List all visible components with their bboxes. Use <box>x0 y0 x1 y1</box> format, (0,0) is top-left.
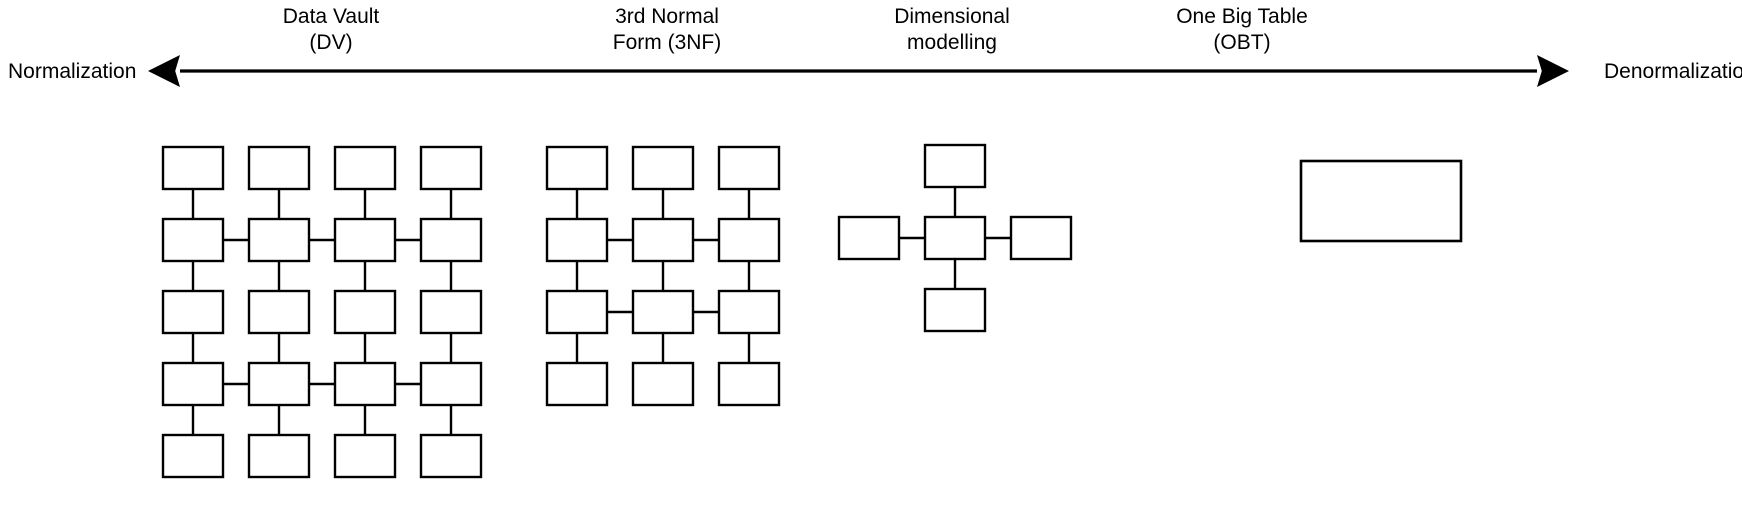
stage-label-one-big-table: One Big Table (OBT) <box>1176 5 1308 54</box>
dv-node <box>333 217 397 263</box>
nf-node <box>717 361 781 407</box>
nf-node <box>631 361 695 407</box>
dim-fact-node <box>923 215 987 261</box>
data-vault-diagram <box>161 145 483 479</box>
dv-node <box>419 433 483 479</box>
nf-node <box>717 289 781 335</box>
dim-satellite-right <box>1009 215 1073 261</box>
nf-node <box>631 289 695 335</box>
dv-node <box>161 217 225 263</box>
stage-label-third-normal-form: 3rd Normal Form (3NF) <box>612 5 722 54</box>
nf-node <box>545 289 609 335</box>
stage-label-data-vault: Data Vault (DV) <box>282 5 380 54</box>
nf-node <box>545 361 609 407</box>
axis-label-normalization: Normalization <box>8 60 137 83</box>
nf-node <box>631 217 695 263</box>
stage-label-dimensional-modelling: Dimensional modelling <box>894 5 1010 54</box>
dv-node <box>419 289 483 335</box>
dv-node <box>247 145 311 191</box>
dv-node <box>247 433 311 479</box>
one-big-table-diagram <box>1299 159 1463 243</box>
nf-node <box>717 145 781 191</box>
dv-node <box>161 145 225 191</box>
third-normal-form-diagram <box>545 145 781 407</box>
dv-node <box>161 433 225 479</box>
dim-satellite-bottom <box>923 287 987 333</box>
dim-satellite-left <box>837 215 901 261</box>
dv-node <box>419 145 483 191</box>
dv-node <box>247 217 311 263</box>
dv-node <box>333 289 397 335</box>
dv-node <box>247 289 311 335</box>
dv-node <box>161 289 225 335</box>
dimensional-modelling-diagram <box>837 143 1073 333</box>
dim-satellite-top <box>923 143 987 189</box>
dv-node <box>247 361 311 407</box>
nf-node <box>545 217 609 263</box>
nf-node <box>717 217 781 263</box>
axis-label-denormalization: Denormalization <box>1604 60 1742 83</box>
dv-node <box>333 145 397 191</box>
dv-node <box>333 433 397 479</box>
dv-node <box>161 361 225 407</box>
obt-table-box <box>1299 159 1463 243</box>
dv-node <box>419 361 483 407</box>
nf-node <box>631 145 695 191</box>
dv-node <box>333 361 397 407</box>
dv-node <box>419 217 483 263</box>
nf-node <box>545 145 609 191</box>
